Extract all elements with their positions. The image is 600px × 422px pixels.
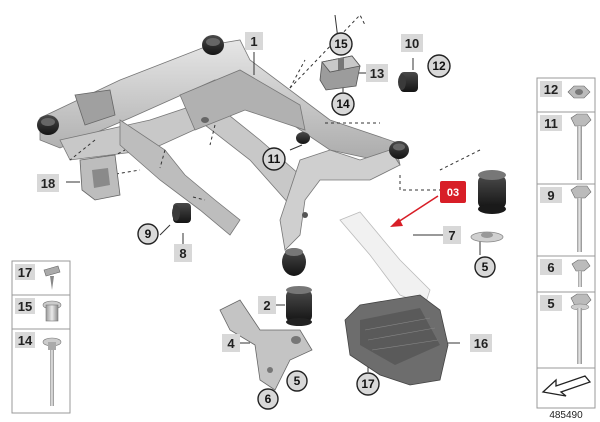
clip-nut-icon [43, 265, 61, 290]
circle-9: 9 [145, 227, 152, 241]
circle-9-bg [137, 223, 159, 245]
circle-11: 11 [268, 152, 281, 166]
circle-11-bg [262, 147, 286, 171]
label-13: 13 [370, 66, 384, 81]
rubber-block-13 [319, 55, 361, 91]
bushing-9 [172, 203, 191, 223]
arrow-reference-icon [541, 375, 592, 397]
circle-5-main-bg [286, 370, 308, 392]
circle-6-bg [257, 388, 279, 410]
circle-6: 6 [265, 392, 272, 406]
short-bolt-icon [571, 259, 591, 287]
label-7-bg [443, 226, 461, 244]
hex-nut-icon [567, 85, 591, 99]
label-1-bg [245, 32, 263, 50]
sidebar-right-11-bg [540, 115, 562, 131]
sidebar-left-17: 17 [18, 265, 32, 280]
label-18-bg [37, 174, 59, 192]
sleeve-nut-icon [42, 300, 62, 322]
sidebar-left-15: 15 [18, 299, 32, 314]
label-16: 16 [474, 336, 488, 351]
main-square-labels: 1 2 4 7 8 10 13 16 18 [37, 32, 492, 352]
sidebar-left-15-bg [15, 298, 35, 314]
callout-label: 03 [447, 187, 459, 199]
label-10-bg [401, 34, 423, 52]
sidebar-right-6: 6 [547, 260, 554, 275]
bolt-9-icon [570, 185, 592, 252]
sidebar-right-9: 9 [547, 188, 554, 203]
circle-labels: 5 5 6 9 11 12 14 15 17 [137, 32, 496, 410]
sidebar-right-11: 11 [544, 116, 558, 131]
circle-17-bg [356, 372, 380, 396]
bolt-11-icon [570, 113, 592, 180]
sidebar-right-9-bg [540, 187, 562, 203]
label-4-bg [222, 334, 240, 352]
sidebar-right-6-bg [540, 259, 562, 275]
control-arm [339, 211, 431, 306]
left-parts-panel: 17 15 14 [11, 260, 71, 414]
sidebar-right-12: 12 [544, 82, 558, 97]
bushing-10 [398, 72, 418, 92]
label-18: 18 [41, 176, 55, 191]
callout-arrow-head [390, 218, 403, 227]
sidebar-right-12-bg [540, 81, 562, 97]
right-parts-panel: 12 11 9 6 5 [536, 77, 596, 409]
reference-number: 485490 [549, 410, 583, 421]
sidebar-left-14-bg [15, 332, 35, 348]
label-10: 10 [405, 36, 419, 51]
flange-bolt-icon [570, 293, 592, 364]
bracket-18 [79, 154, 121, 201]
long-bolt-icon [42, 337, 62, 406]
label-16-bg [470, 334, 492, 352]
label-8: 8 [179, 246, 186, 261]
sidebar-left-17-bg [15, 264, 35, 280]
underbody-cover-16 [344, 294, 449, 386]
circle-5-main: 5 [294, 374, 301, 388]
circle-5-bushing: 5 [482, 260, 489, 274]
highlight-callout: 03 [390, 181, 466, 227]
circle-14: 14 [336, 97, 350, 111]
callout-box [440, 181, 466, 203]
label-7: 7 [448, 228, 455, 243]
circle-5-bushing-bg [474, 256, 496, 278]
bushing-2 [286, 286, 312, 326]
circle-15-bg [329, 32, 353, 56]
label-4: 4 [227, 336, 235, 351]
sidebar-left-14: 14 [18, 333, 33, 348]
sidebar-right-5-bg [540, 295, 562, 311]
circle-17: 17 [361, 377, 375, 391]
circle-14-bg [331, 92, 355, 116]
label-13-bg [366, 64, 388, 82]
subframe [37, 35, 409, 276]
circle-12: 12 [432, 59, 446, 73]
label-1: 1 [250, 34, 257, 49]
highlighted-bushing [478, 170, 506, 214]
circle-15: 15 [334, 37, 348, 51]
sidebar-right-5: 5 [547, 296, 554, 311]
plate-4 [219, 299, 313, 391]
washer-5 [470, 231, 504, 243]
label-2-bg [258, 296, 276, 314]
label-8-bg [174, 244, 192, 262]
circle-12-bg [427, 54, 451, 78]
label-2: 2 [263, 298, 270, 313]
callout-arrow-line [394, 195, 439, 225]
